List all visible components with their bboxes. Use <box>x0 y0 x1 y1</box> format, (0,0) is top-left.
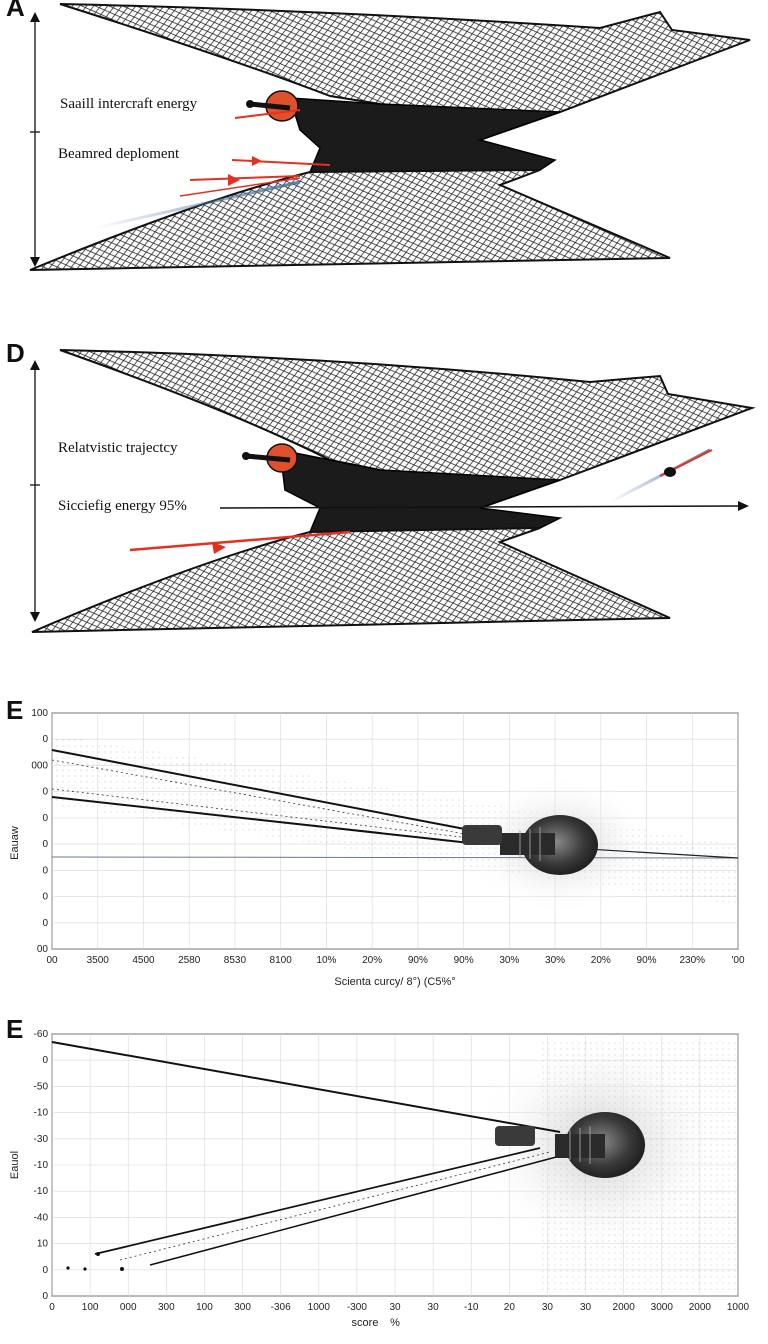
x-tick-label: 30% <box>545 955 565 966</box>
x-tick-label: -10 <box>464 1302 479 1313</box>
height-arrow <box>30 360 40 622</box>
red-beams <box>129 448 713 554</box>
y-tick-label: -60 <box>34 1029 49 1040</box>
x-tick-label: 4500 <box>132 955 155 966</box>
y-tick-label: 0 <box>42 1291 48 1302</box>
y-tick-label: 0 <box>42 892 48 903</box>
x-tick-label: 300 <box>158 1302 175 1313</box>
panel-e1-letter: E <box>6 695 24 725</box>
y-tick-label: -30 <box>34 1134 49 1145</box>
y-tick-label: 0 <box>42 1265 48 1276</box>
x-tick-label: 000 <box>120 1302 137 1313</box>
x-tick-label: 30 <box>428 1302 440 1313</box>
x-tick-label: 100 <box>196 1302 213 1313</box>
trajectory-arrow <box>219 501 749 511</box>
x-axis-label: Scienta curcy/ 8°) (C5%° <box>334 976 455 988</box>
red-beams <box>179 109 331 197</box>
x-tick-label: 0 <box>49 1302 55 1313</box>
spacecraft-engine <box>462 815 598 875</box>
panel-d-letter: D <box>6 338 25 368</box>
x-tick-label: 90% <box>408 955 428 966</box>
x-tick-label: 3500 <box>87 955 110 966</box>
y-tick-label: -10 <box>34 1108 49 1119</box>
x-tick-label: 30 <box>580 1302 592 1313</box>
y-tick-label: 0 <box>42 839 48 850</box>
sail-diagram-a <box>29 3 751 271</box>
x-tick-label: 3000 <box>651 1302 674 1313</box>
panel-e2-letter: E <box>6 1014 24 1044</box>
sail-diagram-d <box>30 349 756 633</box>
panel-a: A <box>0 0 768 300</box>
blue-beam <box>94 180 301 230</box>
x-axis-unit: % <box>390 1317 400 1329</box>
x-tick-label: 100 <box>82 1302 99 1313</box>
lower-sail-wing <box>31 527 671 633</box>
upper-sail-wing <box>59 3 751 142</box>
y-tick-label: 10 <box>37 1239 49 1250</box>
x-tick-label: 8100 <box>270 955 293 966</box>
x-tick-label: '00 <box>731 955 744 966</box>
y-tick-label: 00 <box>37 944 49 955</box>
x-tick-label: 1000 <box>308 1302 331 1313</box>
dot-field <box>540 1040 738 1290</box>
panel-d: D <box>0 330 768 650</box>
y-tick-label: 0 <box>42 865 48 876</box>
y-tick-label: -10 <box>34 1160 49 1171</box>
x-tick-label: 1000 <box>727 1302 750 1313</box>
x-ticks: 00 3500 4500 2580 8530 8100 10% 20% 90% 90% 30% 30%… <box>46 955 745 966</box>
y-axis-label: Eauaw <box>9 826 21 860</box>
center-body <box>279 449 563 533</box>
x-axis-label: score <box>352 1317 379 1329</box>
emitter-pod <box>242 443 298 473</box>
x-tick-label: 90% <box>637 955 657 966</box>
y-axis-label: Eauol <box>9 1151 21 1179</box>
panel-e-plot-1: E <box>0 695 768 995</box>
panel-a-letter: A <box>6 0 25 22</box>
upper-sail-wing <box>59 349 756 510</box>
callout-trajectory: Relatvistic trajectcy <box>58 440 178 456</box>
panel-e-plot-2: E <box>0 1010 768 1344</box>
center-body <box>288 97 561 173</box>
x-tick-label: -300 <box>347 1302 367 1313</box>
x-tick-label: 00 <box>46 955 58 966</box>
x-tick-label: 30 <box>389 1302 401 1313</box>
y-tick-label: -40 <box>34 1212 49 1223</box>
x-tick-label: 2580 <box>178 955 201 966</box>
x-tick-label: 30 <box>542 1302 554 1313</box>
callout-beam-deployment: Beamred deploment <box>58 146 180 162</box>
trajectory-lines <box>51 1041 561 1271</box>
y-tick-label: 0 <box>42 813 48 824</box>
x-tick-label: 230% <box>679 955 705 966</box>
x-tick-label: 8530 <box>224 955 247 966</box>
y-tick-label: 0 <box>42 787 48 798</box>
x-tick-label: -306 <box>271 1302 291 1313</box>
x-tick-label: 2000 <box>613 1302 636 1313</box>
callout-energy: Sicciefig energy 95% <box>58 498 187 514</box>
y-ticks: -60 0 -50 -10 -30 -10 -10 -40 10 0 0 <box>34 1029 49 1302</box>
x-tick-label: 10% <box>316 955 336 966</box>
x-tick-label: 20% <box>362 955 382 966</box>
y-tick-label: 100 <box>31 708 48 719</box>
y-tick-label: 0 <box>42 1055 48 1066</box>
height-arrow <box>30 12 40 267</box>
x-tick-label: 20 <box>504 1302 516 1313</box>
x-tick-label: 20% <box>591 955 611 966</box>
callout-sail-energy: Saaill intercraft energy <box>60 96 198 112</box>
y-tick-label: -50 <box>34 1081 49 1092</box>
y-tick-label: 0 <box>42 734 48 745</box>
y-tick-label: 0 <box>42 918 48 929</box>
x-tick-label: 30% <box>499 955 519 966</box>
trajectory-lines <box>51 749 739 859</box>
x-tick-label: 300 <box>234 1302 251 1313</box>
x-tick-label: 2000 <box>689 1302 712 1313</box>
y-tick-label: -10 <box>34 1186 49 1197</box>
spacecraft-engine <box>495 1112 645 1178</box>
y-tick-label: 000 <box>31 760 48 771</box>
x-ticks: 0 100 000 300 100 300 -306 1000 -300 30 30 -10 20 30 3… <box>49 1302 749 1313</box>
x-tick-label: 90% <box>454 955 474 966</box>
